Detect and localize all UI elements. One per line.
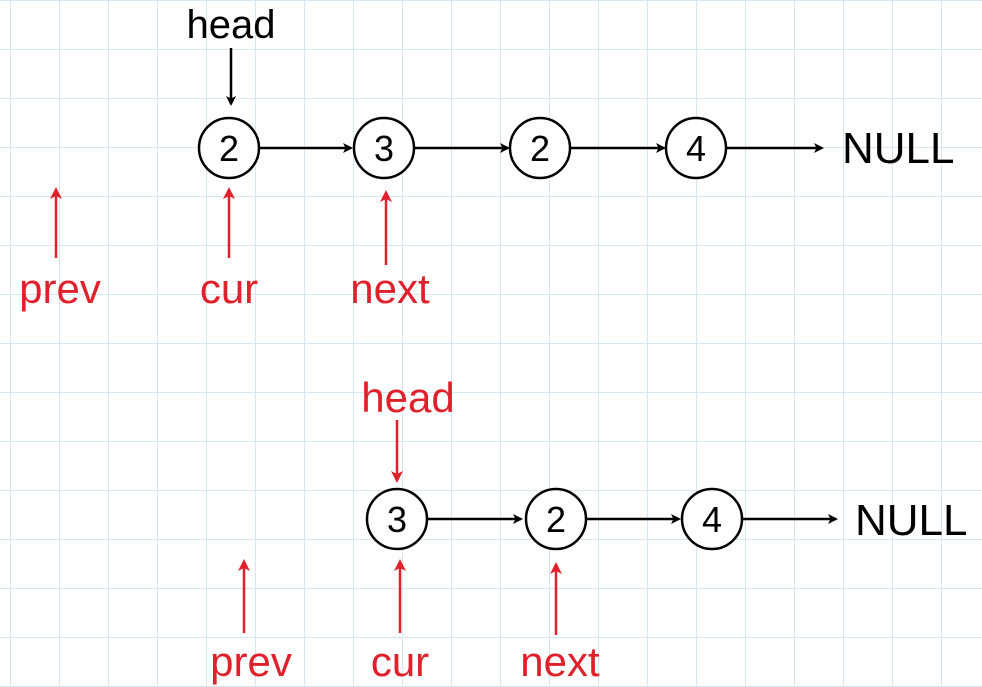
diagram-2: head 3 2 4 NULL prev cur next <box>210 374 967 685</box>
node-value: 2 <box>530 128 550 169</box>
list-node: 4 <box>664 116 728 180</box>
prev-label: prev <box>210 638 292 685</box>
next-label: next <box>350 265 430 312</box>
cur-label: cur <box>200 265 258 312</box>
node-value: 4 <box>702 499 722 540</box>
list-node: 4 <box>680 487 744 551</box>
prev-label: prev <box>19 265 101 312</box>
node-value: 3 <box>374 128 394 169</box>
list-node: 3 <box>365 487 429 551</box>
head-label: head <box>187 3 276 47</box>
list-node: 2 <box>197 116 261 180</box>
node-value: 2 <box>546 499 566 540</box>
head-label: head <box>361 374 454 421</box>
list-node: 2 <box>524 487 588 551</box>
node-value: 4 <box>686 128 706 169</box>
null-label: NULL <box>855 496 968 545</box>
next-label: next <box>520 638 600 685</box>
node-value: 2 <box>219 128 239 169</box>
cur-label: cur <box>371 638 429 685</box>
null-label: NULL <box>842 124 955 173</box>
list-node: 3 <box>352 116 416 180</box>
diagram-1: head 2 3 2 4 NULL prev cur next <box>19 3 954 312</box>
node-value: 3 <box>387 499 407 540</box>
list-node: 2 <box>508 116 572 180</box>
